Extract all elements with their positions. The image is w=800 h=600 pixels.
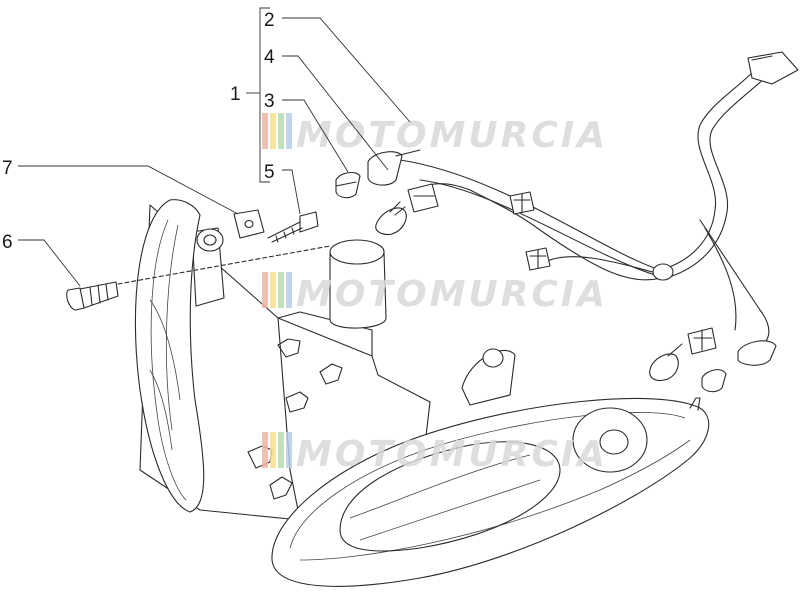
mounting-bracket <box>191 227 225 307</box>
watermark-stripe-3 <box>278 432 284 468</box>
upper-post <box>329 239 387 329</box>
watermark-stripe-4 <box>286 432 292 468</box>
watermark-stripe-3 <box>278 272 284 308</box>
callout-6: 6 <box>2 232 13 253</box>
callout-5: 5 <box>264 162 275 183</box>
callout-3: 3 <box>264 91 275 112</box>
callout-labels: 1 2 3 4 5 6 7 <box>2 10 275 253</box>
watermark-text: MOTOMURCIA <box>296 115 608 156</box>
callout-4: 4 <box>264 47 275 68</box>
watermark-stripe-4 <box>286 272 292 308</box>
connectors-and-bulbs <box>66 149 777 393</box>
watermark-stripe-2 <box>270 272 276 308</box>
watermark-text: MOTOMURCIA <box>296 434 608 475</box>
watermark-top: MOTOMURCIA <box>262 113 608 156</box>
watermark-stripe-4 <box>286 113 292 149</box>
watermark-stripe-2 <box>270 432 276 468</box>
watermark-middle: MOTOMURCIA <box>262 272 608 315</box>
wiring-harness <box>399 51 799 351</box>
callout-2: 2 <box>264 10 275 31</box>
watermark-bottom: MOTOMURCIA <box>262 432 608 475</box>
watermark-stripe-1 <box>262 272 268 308</box>
callout-leaders <box>18 7 411 287</box>
watermark-stripe-1 <box>262 113 268 149</box>
main-headlamp <box>271 348 710 587</box>
watermark-stripe-3 <box>278 113 284 149</box>
watermark-stripe-1 <box>262 432 268 468</box>
watermark-stripe-2 <box>270 113 276 149</box>
watermark-text: MOTOMURCIA <box>296 274 608 315</box>
callout-1: 1 <box>230 84 241 105</box>
callout-7: 7 <box>2 158 13 179</box>
